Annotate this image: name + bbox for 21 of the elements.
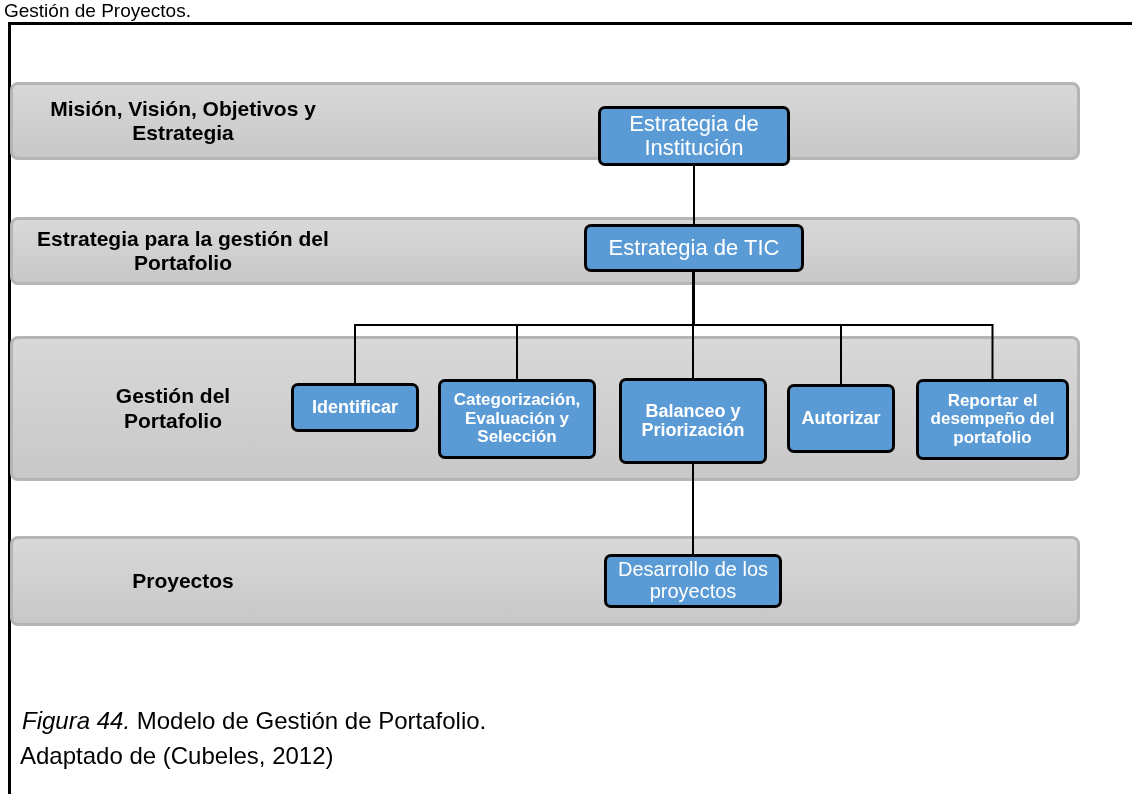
connector-line — [693, 165, 695, 225]
process-box: Autorizar — [787, 384, 895, 453]
layer-band — [10, 336, 1080, 481]
layer-band — [10, 536, 1080, 626]
layer-band — [10, 217, 1080, 285]
process-box: Estrategia de Institución — [598, 106, 790, 166]
process-box: Categorización, Evaluación y Selección — [438, 379, 596, 459]
process-box: Desarrollo de los proyectos — [604, 554, 782, 608]
process-box: Balanceo y Priorización — [619, 378, 767, 464]
source-note: Adaptado de (Cubeles, 2012) — [20, 743, 334, 769]
process-box: Reportar el desempeño del portafolio — [916, 379, 1069, 460]
process-box: Estrategia de TIC — [584, 224, 804, 272]
heading-text: Gestión de Proyectos. — [4, 1, 191, 21]
band-title: Estrategia para la gestión del Portafolio — [36, 225, 330, 276]
band-title: Misión, Visión, Objetivos y Estrategia — [49, 95, 317, 146]
figure-caption: Figura 44. Modelo de Gestión de Portafolio. — [22, 708, 487, 734]
band-title: Proyectos — [131, 567, 235, 594]
process-box: Identificar — [291, 383, 419, 432]
connector-line — [692, 271, 694, 379]
band-title: Gestión del Portafolio — [114, 383, 232, 434]
connector-line — [692, 463, 694, 555]
